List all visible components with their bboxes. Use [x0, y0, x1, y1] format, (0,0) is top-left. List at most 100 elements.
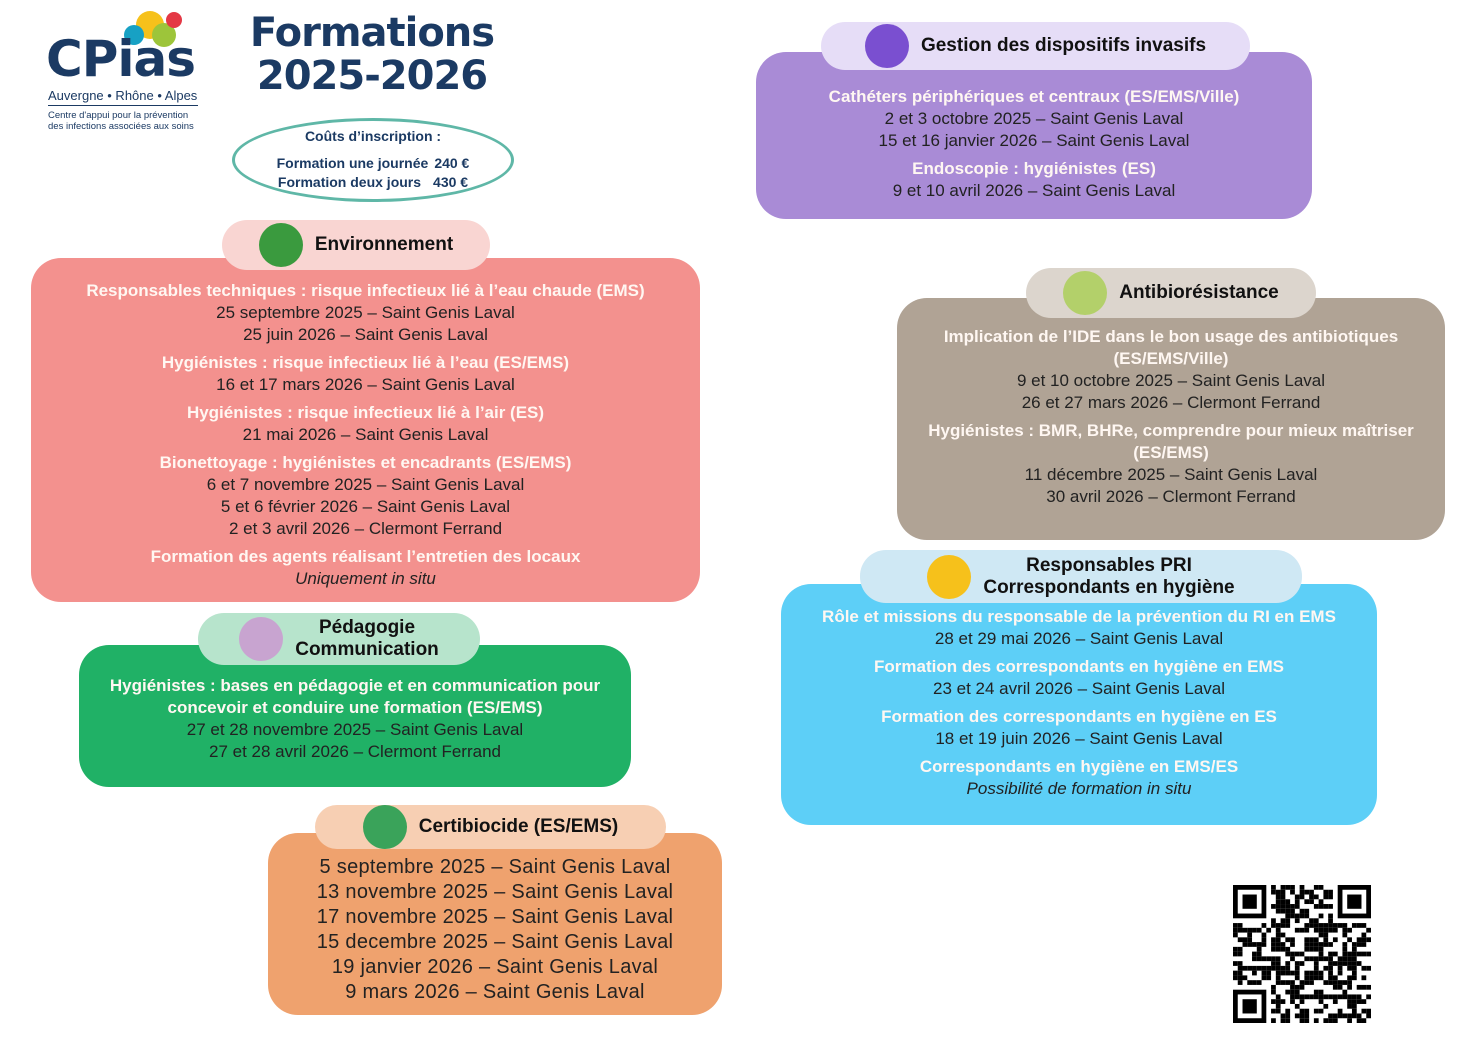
session-date: 30 avril 2026 – Clermont Ferrand: [1046, 487, 1296, 506]
training-item: Endoscopie : hygiénistes (ES) 9 et 10 avr…: [762, 158, 1306, 202]
training-item: Cathéters périphériques et centraux (ES/…: [762, 86, 1306, 152]
globe-icon: [258, 223, 303, 267]
training-title: Correspondants en hygiène en EMS/ES: [919, 757, 1239, 776]
training-title: Formation des agents réalisant l’entreti…: [150, 547, 581, 566]
session-date: 16 et 17 mars 2026 – Saint Genis Laval: [216, 375, 515, 394]
session-date: 6 et 7 novembre 2025 – Saint Genis Laval: [206, 475, 525, 494]
cost-price: 430 €: [433, 174, 469, 190]
certificate-icon: [362, 805, 407, 849]
training-title: Bionettoyage : hygiénistes et encadrants…: [159, 453, 572, 472]
section-header: Environnement: [222, 220, 490, 270]
training-item: Formation des correspondants en hygiène …: [787, 706, 1371, 750]
bacteria-pills-icon: [1063, 271, 1108, 315]
section-title-line: Pédagogie: [318, 617, 416, 638]
cpias-logo: [40, 5, 200, 47]
teaching-icon: [239, 617, 284, 661]
section-card: Hygiénistes : bases en pédagogie et en c…: [79, 645, 631, 787]
training-item: Formation des correspondants en hygiène …: [787, 656, 1371, 700]
section-title-line: Certibiocide (ES/EMS): [418, 816, 619, 837]
page-title: Formations 2025-2026: [222, 12, 522, 98]
session-date: 15 et 16 janvier 2026 – Saint Genis Lava…: [878, 131, 1190, 150]
logo-region: Auvergne • Rhône • Alpes: [48, 88, 198, 106]
training-title: Formation des correspondants en hygiène …: [874, 657, 1284, 676]
session-date: 21 mai 2026 – Saint Genis Laval: [242, 425, 489, 444]
session-date: 2 et 3 octobre 2025 – Saint Genis Laval: [884, 109, 1184, 128]
session-date: 27 et 28 avril 2026 – Clermont Ferrand: [209, 742, 501, 761]
training-title: Hygiénistes : BMR, BHRe, comprendre pour…: [928, 421, 1414, 462]
training-item: Hygiénistes : risque infectieux lié à l’…: [37, 402, 694, 446]
section-header: Antibiorésistance: [1026, 268, 1316, 318]
cost-label: Formation deux jours: [277, 174, 422, 190]
training-title: Hygiénistes : risque infectieux lié à l’…: [186, 403, 545, 422]
section-title-line: Gestion des dispositifs invasifs: [920, 35, 1207, 56]
section-card: Responsables techniques : risque infecti…: [31, 258, 700, 602]
section-title: Environnement: [315, 234, 453, 256]
section-title: Gestion des dispositifs invasifs: [921, 35, 1206, 57]
session-date: 25 septembre 2025 – Saint Genis Laval: [216, 303, 515, 322]
syringe-icon: [864, 24, 909, 68]
training-title: Rôle et missions du responsable de la pr…: [822, 607, 1336, 626]
training-item: Hygiénistes : risque infectieux lié à l’…: [37, 352, 694, 396]
session-date: 11 décembre 2025 – Saint Genis Laval: [1024, 465, 1318, 484]
session-date: 19 janvier 2026 – Saint Genis Laval: [331, 956, 659, 978]
logo-tagline: Centre d'appui pour la prévention des in…: [48, 110, 194, 132]
session-date: 9 et 10 octobre 2025 – Saint Genis Laval: [1016, 371, 1326, 390]
training-title: Responsables techniques : risque infecti…: [86, 281, 645, 300]
training-title: Formation des correspondants en hygiène …: [881, 707, 1277, 726]
session-date: 5 et 6 février 2026 – Saint Genis Laval: [220, 497, 511, 516]
training-note: Possibilité de formation in situ: [966, 779, 1192, 798]
training-title: Implication de l’IDE dans le bon usage d…: [943, 327, 1399, 368]
training-title: Hygiénistes : risque infectieux lié à l’…: [161, 353, 570, 372]
section-title-line: Communication: [295, 639, 439, 660]
training-item: 5 septembre 2025 – Saint Genis Laval 13 n…: [274, 855, 716, 1005]
session-date: 9 mars 2026 – Saint Genis Laval: [345, 981, 645, 1003]
team-check-icon: [927, 554, 972, 599]
session-date: 9 et 10 avril 2026 – Saint Genis Laval: [892, 181, 1176, 200]
logo-wordmark: CPias: [46, 30, 196, 88]
training-item: Hygiénistes : BMR, BHRe, comprendre pour…: [903, 420, 1439, 508]
section-title: Certibiocide (ES/EMS): [419, 816, 619, 838]
training-item: Rôle et missions du responsable de la pr…: [787, 606, 1371, 650]
cost-price: 240 €: [434, 155, 470, 171]
session-date: 15 decembre 2025 – Saint Genis Laval: [316, 931, 674, 953]
section-title: Antibiorésistance: [1119, 282, 1278, 304]
section-card: Rôle et missions du responsable de la pr…: [781, 584, 1377, 825]
section-card: Implication de l’IDE dans le bon usage d…: [897, 298, 1445, 540]
logo-dot-blue: [124, 25, 144, 45]
training-title: Endoscopie : hygiénistes (ES): [912, 159, 1156, 178]
logo-dot-red: [166, 12, 182, 28]
section-title-line: Responsables PRI: [1026, 554, 1192, 576]
training-item: Correspondants en hygiène en EMS/ES Possi…: [787, 756, 1371, 800]
training-item: Formation des agents réalisant l’entreti…: [37, 546, 694, 590]
training-title: Cathéters périphériques et centraux (ES/…: [828, 87, 1240, 106]
title-line-1: Formations: [249, 10, 495, 56]
costs-heading: Coûts d’inscription :: [304, 128, 442, 144]
session-date: 13 novembre 2025 – Saint Genis Laval: [316, 881, 674, 903]
section-header: Gestion des dispositifs invasifs: [821, 22, 1250, 70]
session-date: 18 et 19 juin 2026 – Saint Genis Laval: [935, 729, 1223, 748]
cost-label: Formation une journée: [276, 155, 429, 171]
session-date: 17 novembre 2025 – Saint Genis Laval: [316, 906, 674, 928]
session-date: 26 et 27 mars 2026 – Clermont Ferrand: [1021, 393, 1321, 412]
session-date: 2 et 3 avril 2026 – Clermont Ferrand: [228, 519, 503, 538]
section-title-line: Environnement: [314, 234, 454, 255]
section-card: 5 septembre 2025 – Saint Genis Laval 13 n…: [268, 833, 722, 1015]
session-date: 28 et 29 mai 2026 – Saint Genis Laval: [934, 629, 1224, 648]
training-item: Responsables techniques : risque infecti…: [37, 280, 694, 346]
training-item: Hygiénistes : bases en pédagogie et en c…: [85, 675, 625, 763]
registration-costs: Coûts d’inscription : Formation une jour…: [232, 118, 514, 202]
session-date: 27 et 28 novembre 2025 – Saint Genis Lav…: [186, 720, 524, 739]
qr-code[interactable]: [1233, 885, 1371, 1023]
section-title-line: Antibiorésistance: [1119, 282, 1279, 303]
training-title: Hygiénistes : bases en pédagogie et en c…: [109, 676, 601, 717]
section-card: Cathéters périphériques et centraux (ES/…: [756, 52, 1312, 219]
session-date: 25 juin 2026 – Saint Genis Laval: [243, 325, 488, 344]
training-note: Uniquement in situ: [295, 569, 436, 588]
section-header: Certibiocide (ES/EMS): [315, 805, 666, 849]
section-title-line: Correspondants en hygiène: [983, 576, 1235, 598]
session-date: 5 septembre 2025 – Saint Genis Laval: [319, 856, 671, 878]
